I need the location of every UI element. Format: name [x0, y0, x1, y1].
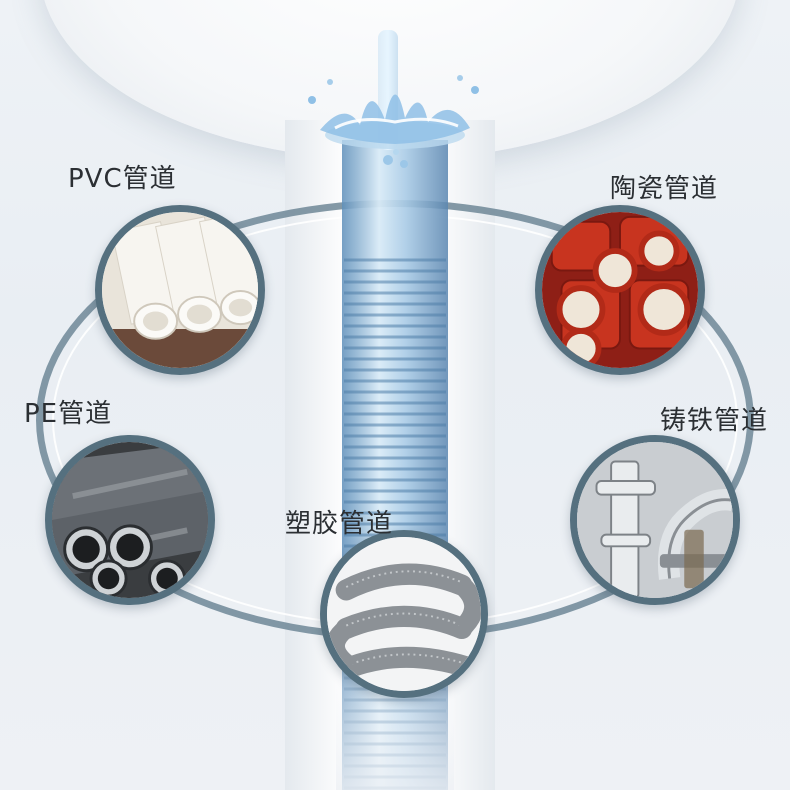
drain-pipe	[336, 140, 454, 790]
pvc-pipe-label: PVC管道	[68, 164, 177, 194]
plastic-hose-photo	[320, 530, 488, 698]
pvc-pipe-photo	[95, 205, 265, 375]
plastic-hose-label: 塑胶管道	[285, 509, 394, 539]
water-splash-icon	[308, 75, 479, 168]
cast-iron-pipe-label: 铸铁管道	[660, 406, 769, 436]
pe-pipe-photo	[45, 435, 215, 605]
cast-iron-pipe-photo	[570, 435, 740, 605]
ceramic-pipe-label: 陶瓷管道	[610, 174, 719, 204]
ceramic-pipe-photo	[535, 205, 705, 375]
pe-pipe-label: PE管道	[24, 399, 113, 429]
